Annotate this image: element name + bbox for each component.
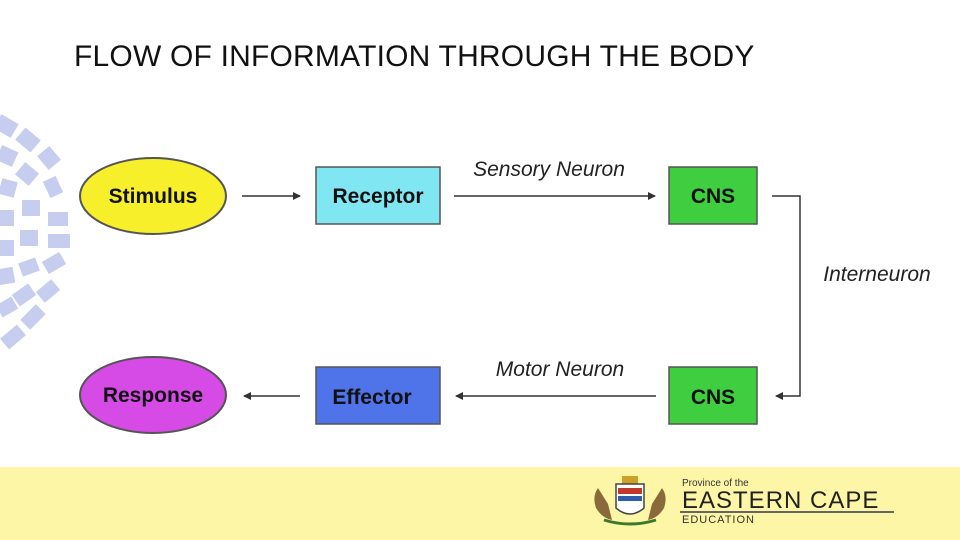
logo-name: EASTERN CAPE xyxy=(682,487,880,514)
flow-diagram: Stimulus Receptor CNS Response Effector … xyxy=(0,114,931,434)
response-label: Response xyxy=(103,384,203,407)
cns-bottom-node xyxy=(668,366,758,425)
decorative-pattern xyxy=(0,114,70,350)
logo-department: EDUCATION xyxy=(682,514,755,526)
arrow-interneuron xyxy=(772,195,801,400)
motor-neuron-label: Motor Neuron xyxy=(496,358,624,381)
eastern-cape-logo: Province of the EASTERN CAPE EDUCATION xyxy=(588,474,918,530)
response-node xyxy=(79,356,227,434)
cns-top-label: CNS xyxy=(691,185,735,208)
cns-top-node xyxy=(668,166,758,225)
logo-divider xyxy=(680,511,894,513)
stimulus-label: Stimulus xyxy=(109,185,198,208)
cns-bottom-label: CNS xyxy=(691,386,735,409)
receptor-label: Receptor xyxy=(332,185,423,208)
receptor-node xyxy=(315,166,441,225)
interneuron-label: Interneuron xyxy=(823,263,930,286)
effector-label: Effector xyxy=(332,386,411,409)
footer-band xyxy=(0,467,960,540)
slide-title: FLOW OF INFORMATION THROUGH THE BODY xyxy=(74,40,755,73)
effector-node xyxy=(315,366,441,425)
stimulus-node xyxy=(79,157,227,235)
coat-of-arms-icon xyxy=(594,476,666,526)
sensory-neuron-label: Sensory Neuron xyxy=(473,158,625,181)
logo-province: Province of the xyxy=(682,478,749,489)
